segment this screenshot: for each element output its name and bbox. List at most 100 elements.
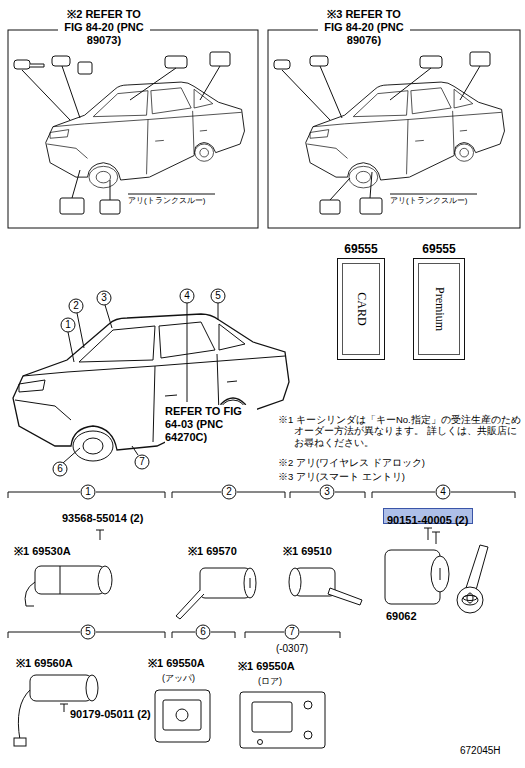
small-parts	[360, 198, 382, 214]
group-number: 4	[440, 487, 446, 497]
small-parts	[60, 198, 84, 214]
variant-note: アリ(トランクスルー)	[128, 196, 205, 206]
small-parts	[420, 56, 442, 68]
callout-number: 2	[73, 301, 79, 311]
part-number: ※1 69510	[283, 545, 332, 558]
part-drawing	[25, 582, 35, 606]
part-drawing	[431, 556, 449, 592]
small-car	[46, 82, 245, 188]
variant-note: アリ(トランクスルー)	[390, 196, 467, 206]
callout-circle	[436, 485, 450, 499]
part-drawing	[463, 596, 477, 601]
small-parts	[210, 52, 230, 66]
callout-circle	[81, 625, 95, 639]
key-card: 69555CARD	[337, 258, 385, 360]
panel-frame	[268, 30, 520, 228]
group-number: 5	[85, 627, 91, 637]
group-bracket	[8, 492, 515, 638]
group-number: 6	[200, 627, 206, 637]
small-parts	[128, 194, 477, 195]
part-drawing	[14, 738, 26, 746]
part-drawing	[304, 701, 312, 709]
small-car	[46, 82, 505, 188]
part-drawing	[14, 528, 488, 748]
part-drawing	[60, 704, 68, 712]
part-number: ※1 69560A	[16, 657, 73, 670]
small-parts	[14, 60, 30, 69]
card-text: CARD	[354, 292, 369, 325]
callout-number: 6	[57, 464, 63, 474]
small-car	[306, 82, 505, 188]
callout-circle	[69, 299, 83, 313]
callout-circle	[61, 318, 75, 332]
date-range: (-0307)	[276, 644, 308, 654]
callout-circle	[222, 485, 236, 499]
part-drawing	[60, 566, 61, 594]
part-drawing	[457, 587, 483, 613]
vehicle	[13, 314, 289, 461]
part-drawing	[328, 588, 362, 605]
group-number: 7	[289, 627, 295, 637]
part-drawing	[200, 568, 250, 598]
highlighted-part-number: 90151-40005 (2)	[383, 508, 473, 524]
part-drawing	[35, 566, 105, 594]
small-parts	[14, 52, 490, 214]
part-number: ※1 69550A	[238, 660, 295, 673]
callout-number: 1	[65, 320, 71, 330]
part-drawing	[250, 578, 251, 588]
callout-circle	[211, 289, 225, 303]
key-card: 69555Premium	[413, 258, 465, 360]
part-drawing	[467, 593, 473, 603]
group-number: 1	[85, 487, 91, 497]
card-text: Premium	[432, 287, 447, 331]
small-parts	[274, 60, 290, 69]
part-drawing	[163, 700, 201, 730]
group-number: 2	[226, 487, 232, 497]
vehicle	[13, 314, 289, 461]
part-drawing	[440, 568, 441, 580]
part-drawing	[176, 709, 188, 721]
part-number: 69555	[344, 242, 377, 256]
footnote: ※1 キーシリンダは「キーNo.指定」の受注生産のため オーダー方法が異なります…	[278, 414, 522, 448]
part-drawing	[304, 731, 312, 739]
footnote: ※3 アリ(スマート エントリ)	[278, 471, 405, 482]
small-parts	[78, 62, 92, 74]
reference-note: REFER TO FIG 64-03 (PNC 64270C)	[165, 405, 257, 445]
part-number: 69555	[422, 242, 455, 256]
small-parts	[100, 200, 120, 214]
callout-number: 5	[215, 291, 221, 301]
callout-number: 7	[139, 457, 145, 467]
small-parts	[30, 64, 44, 67]
figure-code: 672045H	[460, 745, 501, 757]
callout-circle	[196, 625, 210, 639]
part-drawing	[30, 675, 92, 701]
small-parts	[22, 66, 480, 200]
part-drawing	[240, 692, 325, 748]
callout-circle	[53, 462, 67, 476]
callout-circle	[285, 625, 299, 639]
variant-note: (ロア)	[258, 676, 282, 687]
reference-note: ※3 REFER TO FIG 84-20 (PNC 89076)	[318, 8, 410, 48]
part-drawing	[96, 530, 104, 540]
small-parts	[320, 200, 340, 214]
part-drawing	[424, 528, 440, 544]
part-number: 69062	[386, 610, 417, 623]
part-number: ※1 69570	[188, 545, 237, 558]
small-parts	[310, 56, 328, 66]
part-number: ※1 69550A	[148, 657, 205, 670]
callout-circle	[81, 485, 95, 499]
part-number: ※1 69530A	[14, 545, 71, 558]
callout-circle	[320, 485, 334, 499]
callout-circle	[135, 455, 149, 469]
callout-number: 4	[184, 291, 190, 301]
part-drawing	[252, 702, 292, 732]
part-drawing	[86, 675, 98, 701]
small-parts	[52, 56, 70, 66]
part-drawing	[466, 545, 488, 590]
part-number: 90179-05011 (2)	[70, 708, 151, 721]
part-drawing	[289, 568, 301, 596]
part-drawing	[176, 590, 204, 619]
